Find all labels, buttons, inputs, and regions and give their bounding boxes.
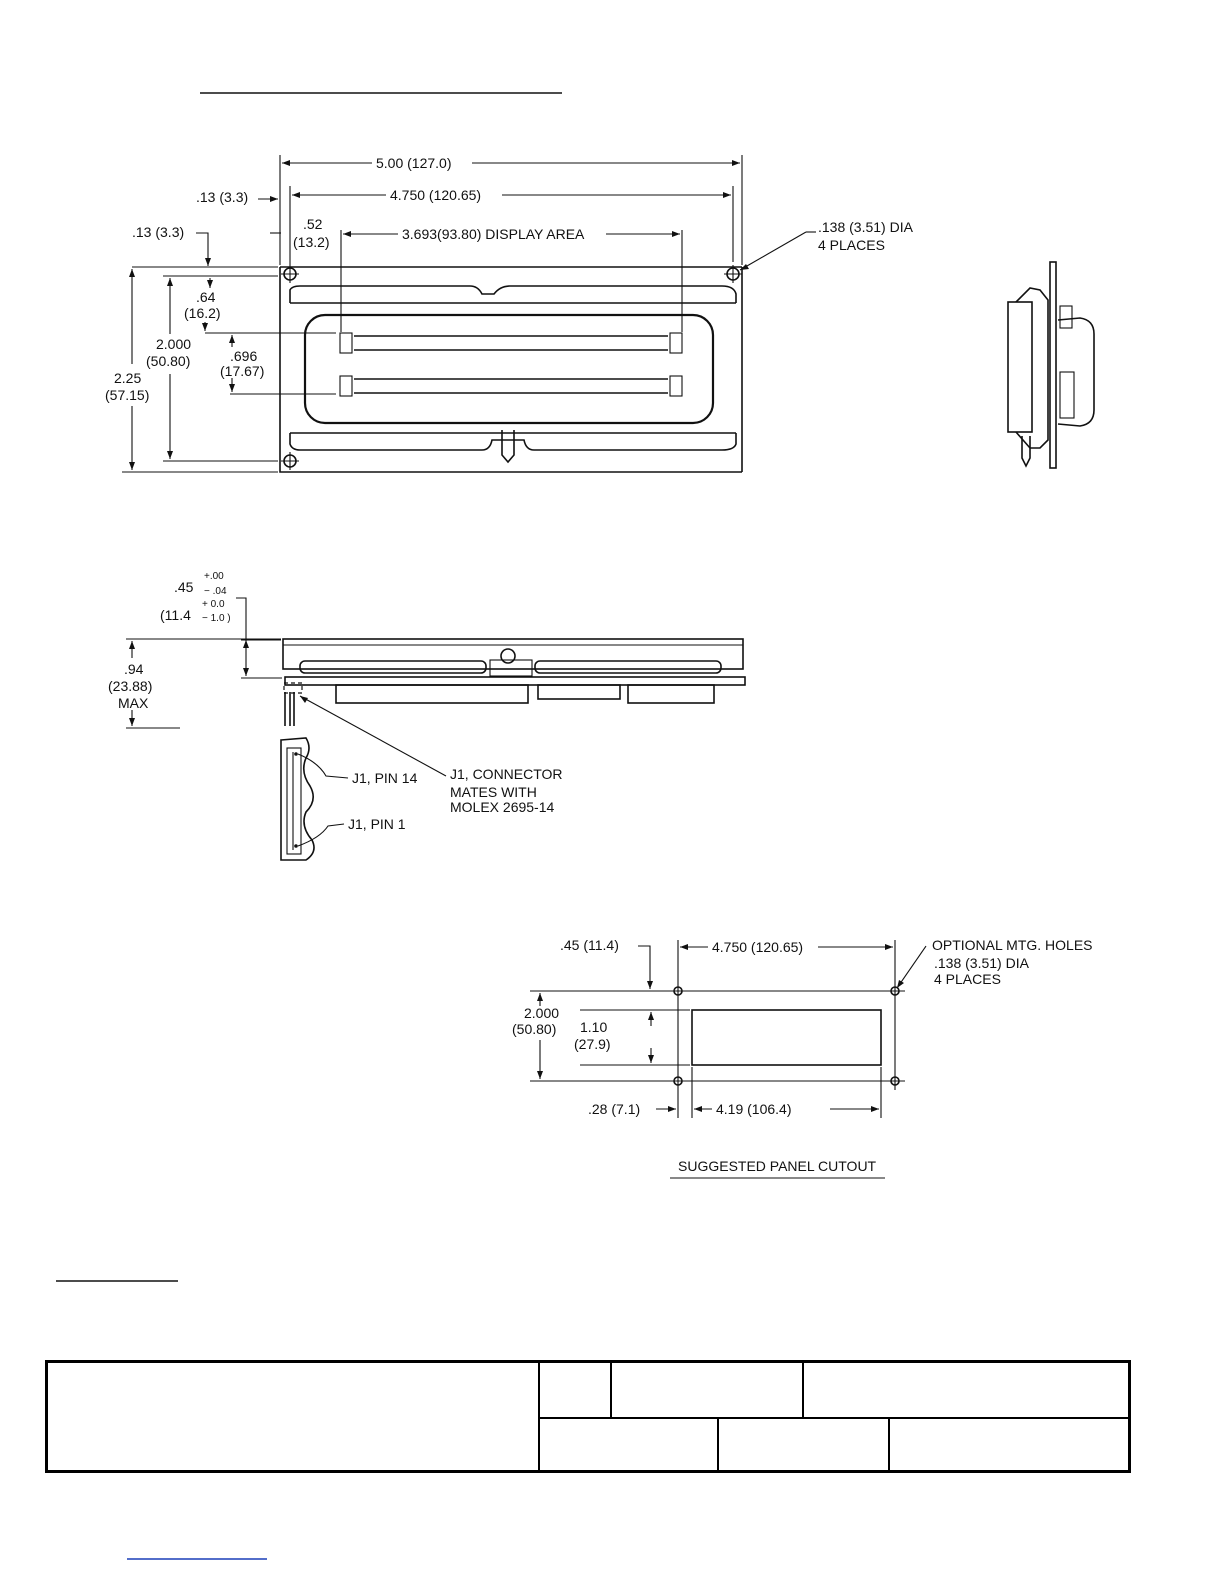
- dim-top-hole-offset: .13 (3.3): [132, 224, 184, 240]
- end-component: [1057, 317, 1095, 427]
- cutout-hole-br: [890, 1076, 900, 1086]
- optional-holes-line1: OPTIONAL MTG. HOLES: [932, 937, 1093, 953]
- cutout-hole-tr: [890, 986, 900, 996]
- dim-hole-height-in: 2.000: [156, 336, 191, 352]
- end-connector-bottom: [1059, 371, 1075, 419]
- side-component-2: [537, 684, 621, 700]
- side-connector-hidden: [283, 682, 303, 694]
- side-glass-right: [534, 660, 722, 674]
- panel-cutout-view: .45 (11.4) 4.750 (120.65) OPTIONAL MTG. …: [512, 937, 1093, 1179]
- connector-line3: MOLEX 2695-14: [450, 799, 554, 815]
- side-connector-pins: [284, 692, 295, 726]
- side-pcb: [284, 676, 746, 686]
- tol-mm-plus: + 0.0: [202, 599, 225, 610]
- end-bezel: [1015, 287, 1049, 449]
- side-center-boss: [500, 648, 516, 664]
- end-pcb: [1049, 261, 1057, 469]
- dim-overall-width: 5.00 (127.0): [376, 155, 452, 171]
- title-block: [45, 1360, 1131, 1473]
- panel-cutout-caption: SUGGESTED PANEL CUTOUT: [678, 1158, 877, 1174]
- end-pin: [1021, 436, 1031, 468]
- title-block-cell-b: [612, 1363, 804, 1419]
- max-label: MAX: [118, 695, 149, 711]
- connector-detail-outline: [280, 737, 315, 861]
- dim-row-top-in: .64: [196, 289, 216, 305]
- title-block-cell-a: [540, 1363, 612, 1419]
- connector-line1: J1, CONNECTOR: [450, 766, 563, 782]
- dim-left-hole-offset: .13 (3.3): [196, 189, 248, 205]
- end-view: [1007, 261, 1095, 469]
- top-mount-hole-tr: [724, 265, 742, 283]
- dim-row-height-in: .696: [230, 348, 257, 364]
- row1-right-block: [669, 332, 683, 354]
- dim-overall-height-in: 2.25: [114, 370, 141, 386]
- cutout-height-in: 1.10: [580, 1019, 607, 1035]
- cutout-height-mm: (27.9): [574, 1036, 611, 1052]
- connector-detail-housing: [286, 747, 302, 855]
- dim-overall-height-mm: (57.15): [105, 387, 149, 403]
- side-bezel: [282, 638, 744, 670]
- dim-display-offset-mm: (13.2): [293, 234, 330, 250]
- pcb-tab: [501, 430, 515, 464]
- top-mount-hole-bl: [281, 452, 299, 470]
- max-height-in: .94: [124, 661, 144, 677]
- end-display-body: [1007, 301, 1033, 433]
- cutout-bottom-offset: .28 (7.1): [588, 1101, 640, 1117]
- display-window: [303, 313, 715, 425]
- side-view: +.00 .45 − .04 + 0.0 (11.4 − 1.0 ) .94 (…: [108, 571, 746, 861]
- top-view: 5.00 (127.0) 4.750 (120.65) .13 (3.3) .1…: [105, 155, 914, 473]
- top-bezel: [289, 285, 737, 303]
- cutout-hole-width: 4.750 (120.65): [712, 939, 803, 955]
- title-block-cell-f: [890, 1419, 1128, 1470]
- row2-left-block: [339, 375, 353, 397]
- bottom-bezel: [289, 433, 737, 451]
- optional-holes-line3: 4 PLACES: [934, 971, 1001, 987]
- tol-in-minus: − .04: [204, 586, 227, 597]
- tol-in-plus: +.00: [204, 571, 224, 582]
- title-block-cell-d: [540, 1419, 719, 1470]
- top-mount-hole-tl: [281, 265, 299, 283]
- cutout-hole-tl: [673, 986, 683, 996]
- title-block-left-cell: [48, 1363, 540, 1470]
- cutout-hole-height-in: 2.000: [524, 1005, 559, 1021]
- end-connector-top: [1059, 305, 1073, 329]
- top-board-outline: [279, 266, 743, 473]
- side-center-block: [489, 659, 533, 677]
- dim-hole-spacing-width: 4.750 (120.65): [390, 187, 481, 203]
- tol-mm-minus: − 1.0 ): [202, 613, 231, 624]
- title-block-cell-e: [719, 1419, 890, 1470]
- dim-row-height-mm: (17.67): [220, 363, 264, 379]
- cutout-width: 4.19 (106.4): [716, 1101, 792, 1117]
- side-component-1: [335, 684, 529, 704]
- dim-display-area: 3.693(93.80) DISPLAY AREA: [402, 226, 585, 242]
- pin14-label: J1, PIN 14: [352, 770, 418, 786]
- pin1-label: J1, PIN 1: [348, 816, 406, 832]
- row2-right-block: [669, 375, 683, 397]
- panel-cutout-rect: [691, 1009, 882, 1066]
- title-block-cell-c: [804, 1363, 1128, 1419]
- max-height-mm: (23.88): [108, 678, 152, 694]
- side-glass-left: [299, 660, 487, 674]
- cutout-hole-height-mm: (50.80): [512, 1021, 556, 1037]
- dim-hole-height-mm: (50.80): [146, 353, 190, 369]
- cutout-left-offset: .45 (11.4): [560, 937, 619, 953]
- optional-holes-line2: .138 (3.51) DIA: [934, 955, 1030, 971]
- row1-left-block: [339, 332, 353, 354]
- hole-dia-callout: .138 (3.51) DIA: [818, 219, 914, 235]
- thickness-nominal: .45: [174, 579, 194, 595]
- hole-places-callout: 4 PLACES: [818, 237, 885, 253]
- connector-line2: MATES WITH: [450, 784, 537, 800]
- dim-row-top-mm: (16.2): [184, 305, 221, 321]
- cutout-hole-bl: [673, 1076, 683, 1086]
- side-component-3: [627, 684, 715, 704]
- thickness-mm: (11.4: [160, 607, 191, 623]
- dim-display-offset-in: .52: [303, 216, 323, 232]
